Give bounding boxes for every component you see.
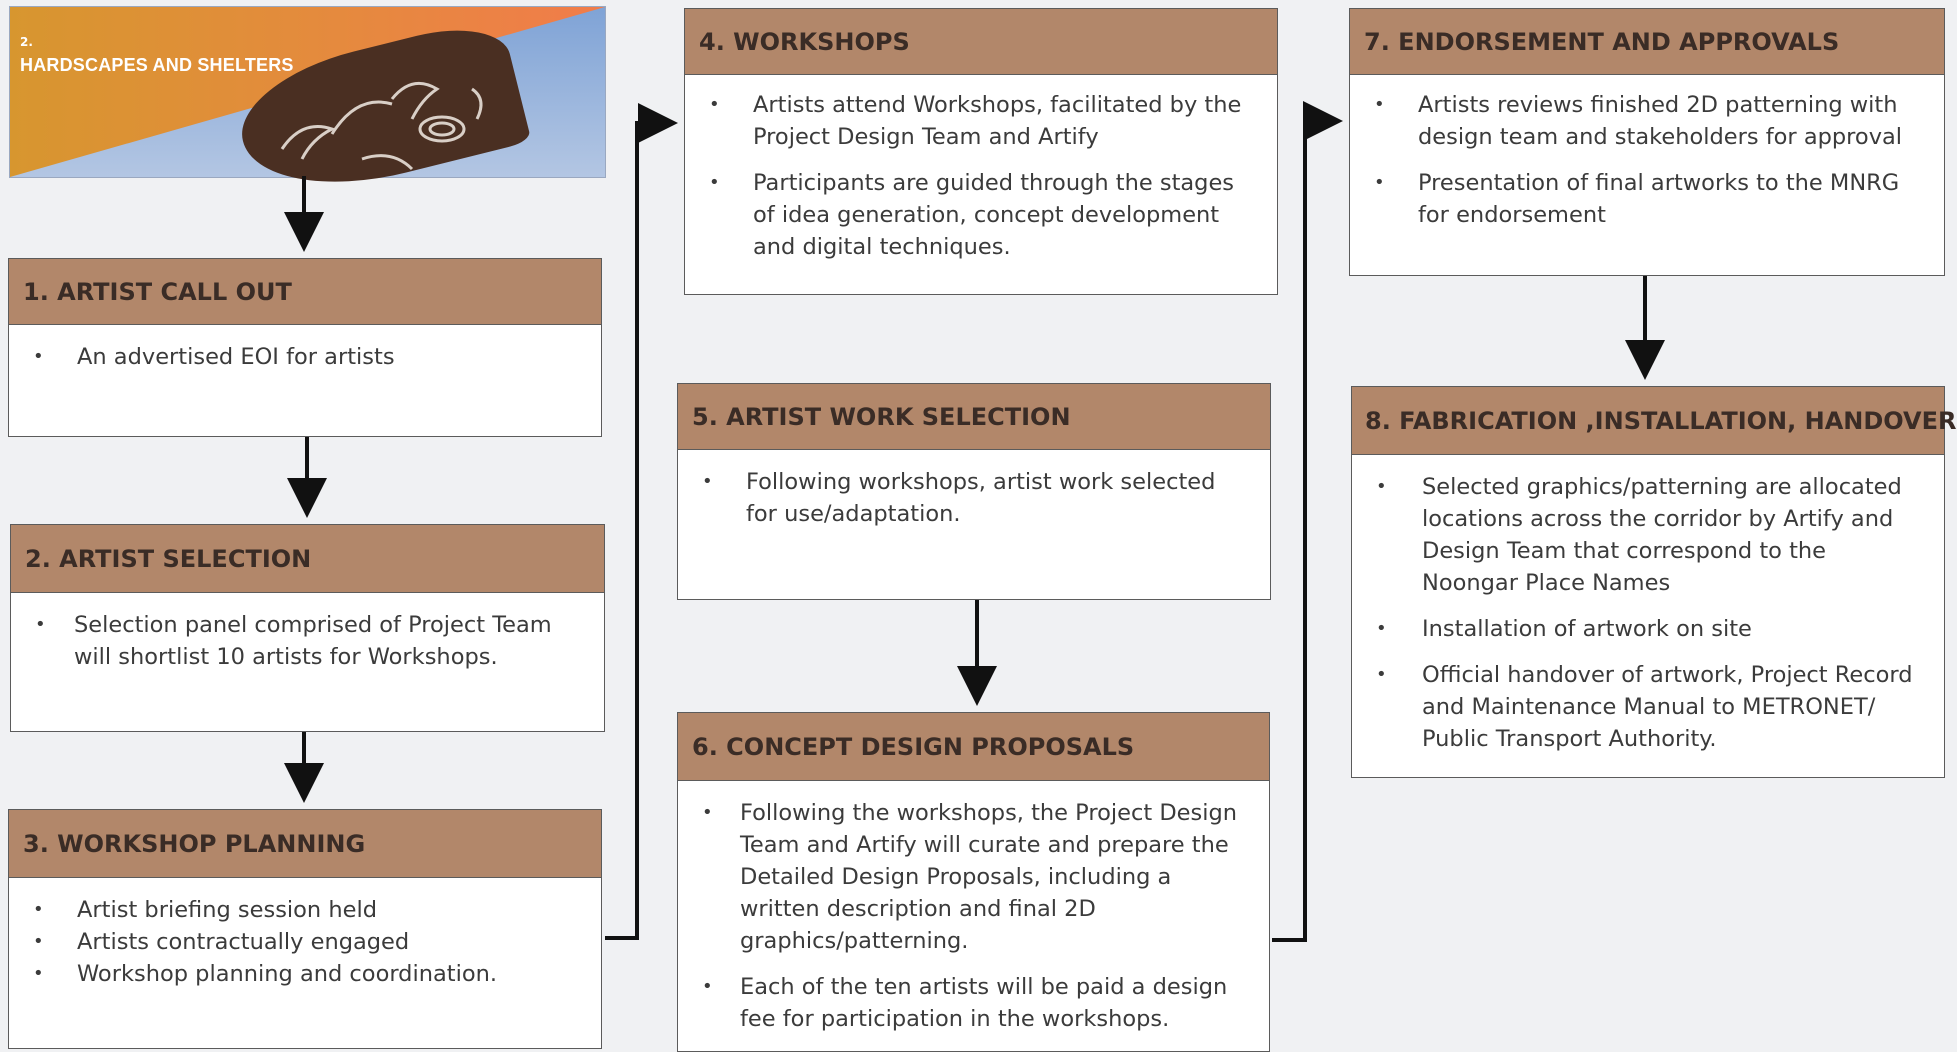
canopy-pattern-graphic: [280, 81, 483, 171]
step-4-card: 4. WORKSHOPS Artists attend Workshops, f…: [684, 8, 1278, 295]
step-2-title: 2. ARTIST SELECTION: [11, 525, 604, 593]
step-7-card: 7. ENDORSEMENT AND APPROVALS Artists rev…: [1349, 8, 1945, 276]
hero-banner: 2. HARDSCAPES AND SHELTERS: [9, 6, 606, 209]
step-4-bullet: Participants are guided through the stag…: [685, 167, 1257, 263]
step-7-bullet: Artists reviews finished 2D patterning w…: [1350, 89, 1924, 153]
step-1-title: 1. ARTIST CALL OUT: [9, 259, 601, 325]
step-6-bullet: Following the workshops, the Project Des…: [678, 797, 1249, 957]
step-5-title: 5. ARTIST WORK SELECTION: [678, 384, 1270, 450]
arrow-step-6-to-step-7: [1272, 101, 1343, 942]
step-5-card: 5. ARTIST WORK SELECTION Following works…: [677, 383, 1271, 600]
step-8-bullet: Installation of artwork on site: [1352, 613, 1924, 645]
hero-title: HARDSCAPES AND SHELTERS: [20, 55, 294, 75]
step-1-bullet-list: An advertised EOI for artists: [9, 325, 601, 373]
step-8-title: 8. FABRICATION ,INSTALLATION, HANDOVER: [1352, 387, 1957, 455]
step-6-card: 6. CONCEPT DESIGN PROPOSALS Following th…: [677, 712, 1270, 1052]
step-1-card: 1. ARTIST CALL OUT An advertised EOI for…: [8, 258, 602, 437]
step-3-bullet: Artist briefing session held: [9, 894, 581, 926]
step-2-card: 2. ARTIST SELECTION Selection panel comp…: [10, 524, 605, 732]
step-4-title: 4. WORKSHOPS: [685, 9, 1277, 75]
step-3-title: 3. WORKSHOP PLANNING: [9, 810, 601, 878]
step-8-card: 8. FABRICATION ,INSTALLATION, HANDOVER S…: [1351, 386, 1957, 778]
step-8-bullet: Official handover of artwork, Project Re…: [1352, 659, 1924, 755]
step-6-title: 6. CONCEPT DESIGN PROPOSALS: [678, 713, 1269, 781]
arrow-step-3-to-step-4: [605, 103, 678, 940]
step-8-bullet-list: Selected graphics/patterning are allocat…: [1352, 455, 1944, 755]
step-2-bullet: Selection panel comprised of Project Tea…: [11, 609, 584, 673]
step-3-bullet-list: Artist briefing session held Artists con…: [9, 878, 601, 990]
step-3-card: 3. WORKSHOP PLANNING Artist briefing ses…: [8, 809, 602, 1049]
step-4-bullet: Artists attend Workshops, facilitated by…: [685, 89, 1257, 153]
step-2-bullet-list: Selection panel comprised of Project Tea…: [11, 593, 604, 673]
step-6-bullet: Each of the ten artists will be paid a d…: [678, 971, 1249, 1035]
step-7-bullet: Presentation of final artworks to the MN…: [1350, 167, 1924, 231]
step-5-bullet: Following workshops, artist work selecte…: [678, 466, 1250, 530]
step-5-bullet-list: Following workshops, artist work selecte…: [678, 450, 1270, 530]
hero-number: 2.: [20, 35, 33, 49]
flow-connectors: [284, 101, 1665, 942]
step-1-bullet: An advertised EOI for artists: [9, 341, 581, 373]
step-8-bullet: Selected graphics/patterning are allocat…: [1352, 471, 1924, 599]
step-6-bullet-list: Following the workshops, the Project Des…: [678, 781, 1269, 1035]
step-3-bullet: Workshop planning and coordination.: [9, 958, 581, 990]
step-4-bullet-list: Artists attend Workshops, facilitated by…: [685, 75, 1277, 263]
step-3-bullet: Artists contractually engaged: [9, 926, 581, 958]
step-7-title: 7. ENDORSEMENT AND APPROVALS: [1350, 9, 1944, 75]
step-7-bullet-list: Artists reviews finished 2D patterning w…: [1350, 75, 1944, 231]
